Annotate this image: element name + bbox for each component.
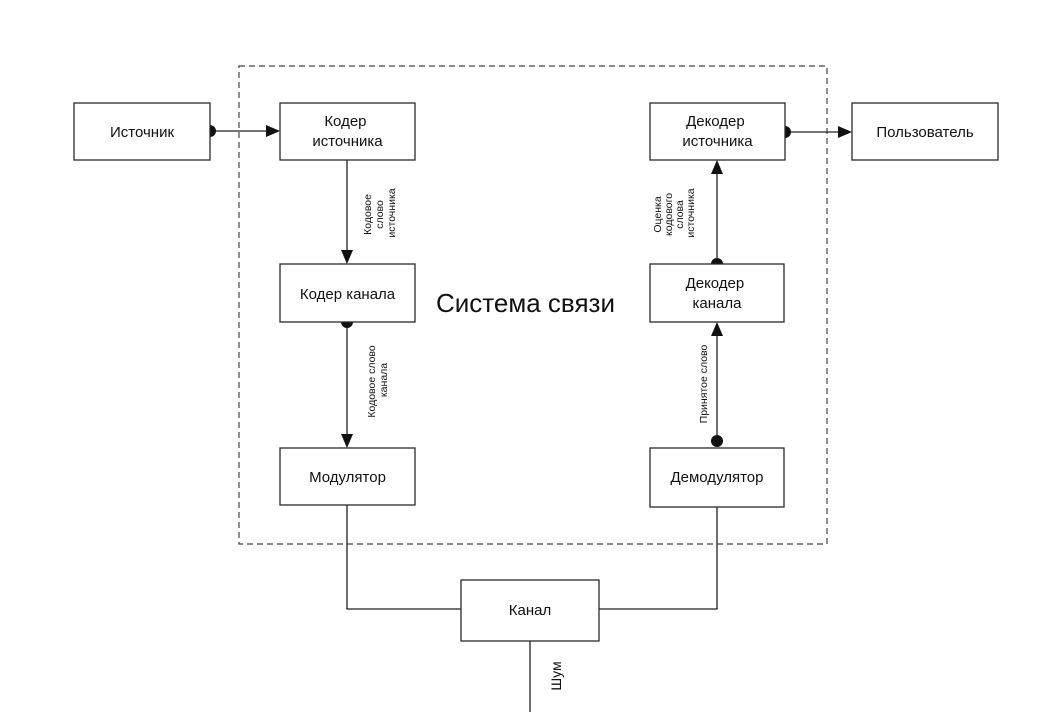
arrowhead-channel-decoder (711, 322, 723, 336)
block-source-decoder-label: Декодер источника (682, 113, 753, 150)
block-source-decoder: Декодер источника (649, 102, 786, 161)
block-source-encoder-label: Кодер источника (312, 113, 383, 150)
system-title: Система связи (436, 288, 615, 318)
arrowhead-channel-encoder (341, 250, 353, 264)
block-user-label: Пользователь (876, 124, 974, 141)
edge-label-noise: Шум (548, 661, 564, 690)
block-channel-decoder: Декодер канала (649, 263, 785, 323)
block-demodulator: Демодулятор (649, 447, 785, 508)
block-channel-decoder-label: Декодер канала (686, 275, 749, 312)
edge-label-channel-codeword: Кодовое слово канала (366, 342, 390, 417)
output-dot-demodulator (711, 435, 723, 447)
arrowhead-modulator (341, 434, 353, 448)
arrowhead-user (838, 126, 852, 138)
block-source-encoder: Кодер источника (279, 102, 416, 161)
wire-channel-to-demodulator (599, 507, 718, 610)
block-channel-label: Канал (509, 602, 551, 619)
block-channel-encoder: Кодер канала (279, 263, 416, 323)
block-modulator-label: Модулятор (309, 469, 386, 486)
block-source: Источник (73, 102, 211, 161)
arrowhead-source-decoder (711, 160, 723, 174)
block-source-label: Источник (110, 124, 174, 141)
block-channel-encoder-label: Кодер канала (300, 286, 396, 303)
wire-modulator-to-channel (346, 505, 461, 610)
system-boundary (238, 65, 828, 545)
block-modulator: Модулятор (279, 447, 416, 506)
block-demodulator-label: Демодулятор (670, 469, 763, 486)
block-channel: Канал (460, 579, 600, 642)
block-user: Пользователь (851, 102, 999, 161)
edge-label-received-word: Принятое слово (698, 345, 710, 424)
edge-label-codeword-estimate: Оценка кодового слова источника (652, 188, 697, 237)
arrowhead-source-encoder (266, 125, 280, 137)
edge-label-source-codeword: Кодовое слово источника (362, 188, 398, 237)
